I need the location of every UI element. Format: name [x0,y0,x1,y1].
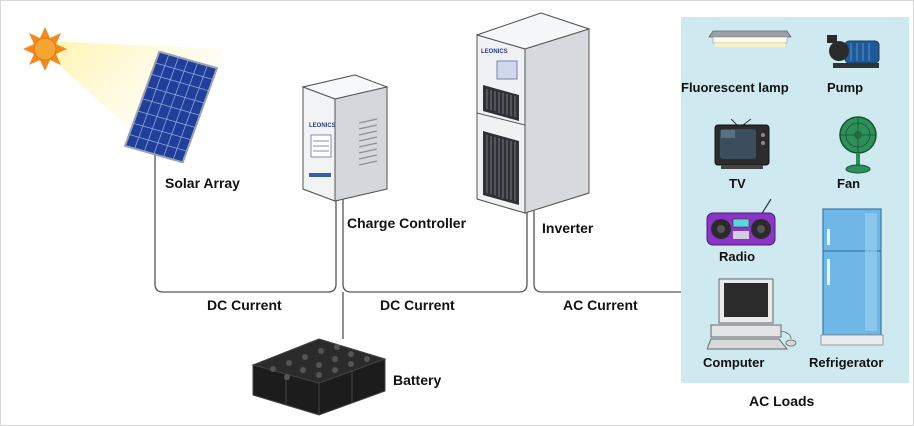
dc-wire-left [154,149,337,293]
refrigerator-label: Refrigerator [809,355,884,370]
refrigerator-icon [820,208,884,346]
computer-icon [707,278,797,350]
ac-wire [533,211,681,293]
tv-icon [714,119,770,169]
charge-controller-brand: LEONICS [309,123,336,129]
fan-icon [839,116,877,174]
dc-wire-right [342,196,528,293]
dc-current-label-1: DC Current [207,297,282,313]
fluorescent-lamp-icon [708,30,792,47]
inverter-brand: LEONICS [481,49,508,55]
inverter-label: Inverter [542,220,594,236]
computer-label: Computer [703,355,765,370]
ac-current-label: AC Current [563,297,638,313]
charge-controller-icon: LEONICS [301,74,389,202]
solar-panel-icon [123,51,218,163]
inverter-icon: LEONICS [475,12,591,214]
dc-current-label-2: DC Current [380,297,455,313]
radio-icon [706,199,776,246]
fluorescent-lamp-label: Fluorescent lamp [681,80,789,95]
pump-label: Pump [827,80,864,95]
solar-array-label: Solar Array [165,175,240,191]
radio-label: Radio [719,249,756,264]
battery-icon [251,338,387,416]
ac-loads-label: AC Loads [749,393,815,409]
sun-body [23,27,67,71]
tv-label: TV [729,176,746,191]
charge-controller-label: Charge Controller [347,215,467,231]
pump-icon [827,35,880,68]
fan-label: Fan [837,176,861,191]
battery-label: Battery [393,372,442,388]
